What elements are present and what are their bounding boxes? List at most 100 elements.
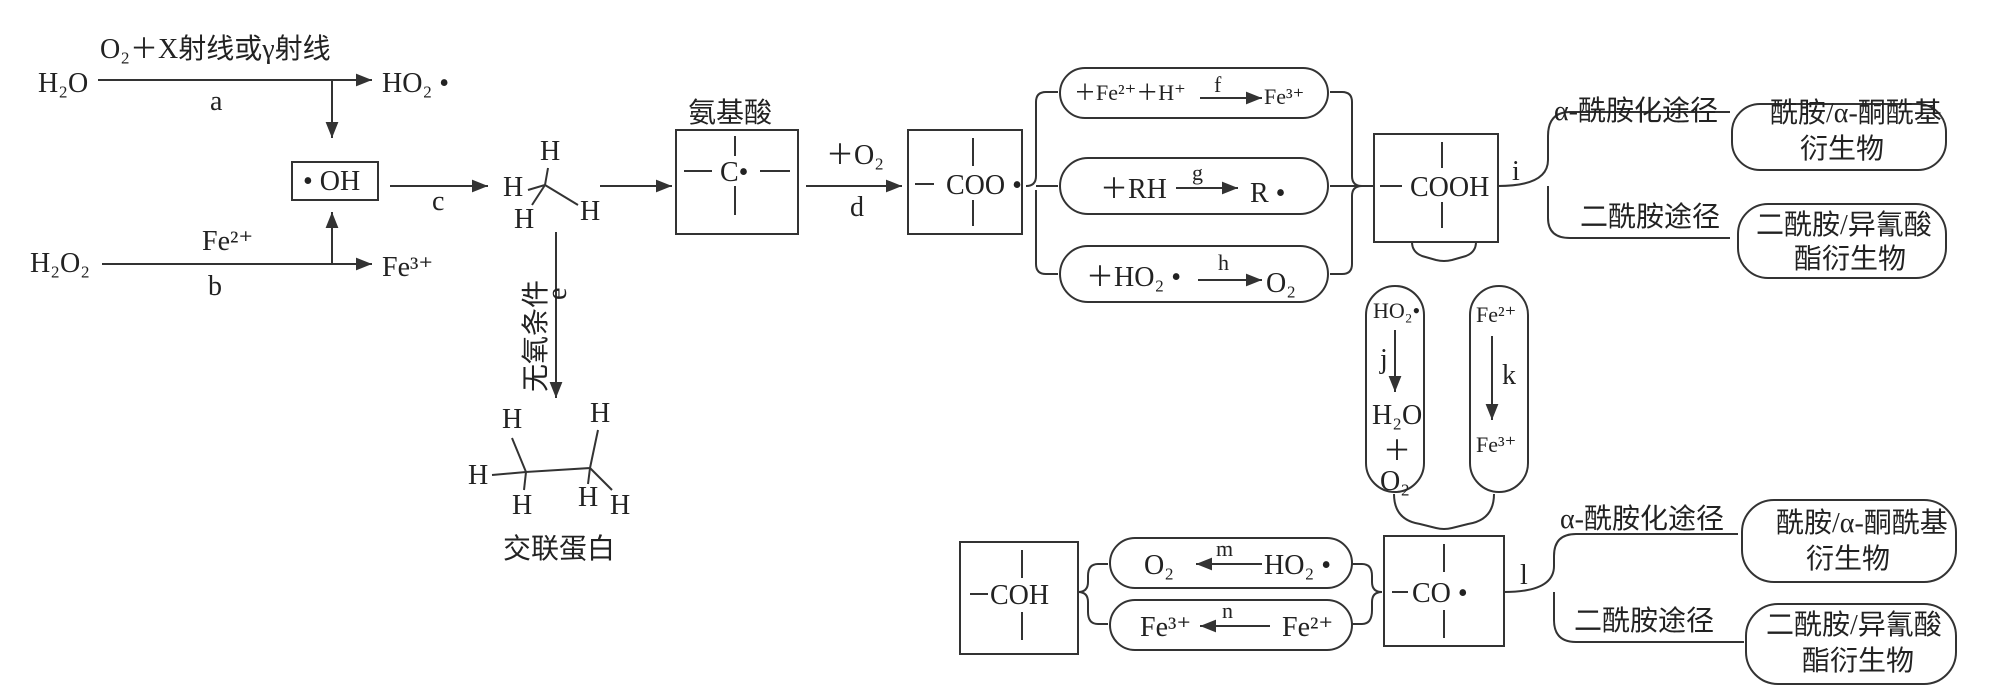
top-diamide-product-line1: 二酰胺/异氰酸: [1756, 209, 1932, 241]
amino-acid-box: [675, 129, 799, 235]
methyl-structure: H H H H: [503, 136, 672, 235]
bottom-diamide-product-box: [1745, 603, 1957, 685]
label-f: f: [1214, 72, 1222, 97]
h2o-label: H₂O: [38, 68, 88, 99]
alkoxyl-radical: CO • l: [1383, 533, 1744, 647]
top-alpha-pathway-label: α-酰胺化途径: [1554, 95, 1718, 127]
bottom-diamide-product-line2: 酯衍生物: [1802, 645, 1914, 677]
top-alpha-product-line2: 衍生物: [1800, 133, 1884, 165]
decomp-bottom-brace: [1393, 493, 1495, 530]
crosslink-backbone: [511, 429, 599, 474]
pathway-top-alpha-line: [1497, 111, 1730, 187]
reduction-bracket-right-bottom: [1352, 591, 1383, 625]
anaerobic-crosslink: 无氧条件 e H H H H H H 交联蛋白: [468, 232, 630, 565]
crosslink-h4: H: [512, 490, 532, 521]
reaction-h-reactants: ＋HO₂ •: [1086, 262, 1181, 293]
bracket-left-top: [1025, 91, 1058, 187]
label-n: n: [1222, 598, 1233, 623]
decomp-j-reactant: HO₂•: [1373, 298, 1420, 323]
coh-box: [959, 541, 1079, 655]
top-pathways: α-酰胺化途径 酰胺/α-酮酰基 衍生物 二酰胺途径 二酰胺/异氰酸 酯衍生物: [1554, 95, 1947, 279]
hydroperoxide: COOH i: [1373, 111, 1730, 243]
top-alpha-product-box: [1731, 103, 1947, 171]
bottom-diamide-product-line1: 二酰胺/异氰酸: [1766, 609, 1942, 641]
reaction-h-capsule: [1059, 245, 1329, 303]
cooh-box: [1373, 133, 1499, 243]
crosslink-bond-b: [523, 471, 527, 491]
branch-reactions: ＋Fe²⁺＋H⁺ f Fe³⁺ ＋RH g R • ＋HO₂ • h O₂: [1025, 67, 1374, 303]
bottom-alpha-pathway-label: α-酰胺化途径: [1560, 503, 1724, 535]
coh-label: COH: [990, 580, 1049, 611]
amino-acid-radical: 氨基酸 C• ＋O₂ d: [675, 97, 902, 235]
bottom-pathways: α-酰胺化途径 酰胺/α-酮酰基 衍生物 二酰胺途径 二酰胺/异氰酸 酯衍生物: [1560, 499, 1957, 685]
peroxyl-radical: COO •: [907, 129, 1023, 235]
decomp-j-product2: O₂: [1380, 466, 1410, 497]
methyl-h-right: H: [580, 196, 600, 227]
methyl-bond-2: [544, 184, 579, 206]
co-radical-label: CO •: [1412, 578, 1468, 609]
crosslink-h2: H: [590, 398, 610, 429]
oh-radical-box: [291, 161, 379, 201]
reaction-g-capsule: [1059, 157, 1329, 215]
pathway-bottom-alpha-line: [1503, 533, 1738, 593]
reaction-h-product: O₂: [1266, 268, 1296, 299]
decomp-k-reactant: Fe²⁺: [1476, 302, 1516, 327]
reaction-g-reactants: ＋RH: [1100, 174, 1167, 205]
fe2-label-b: Fe²⁺: [202, 226, 253, 257]
methyl-h-left: H: [503, 172, 523, 203]
peroxyl-box: [907, 129, 1023, 235]
methyl-h-top: H: [540, 136, 560, 167]
crosslink-bond-c: [587, 467, 591, 485]
anaerobic-condition-label: 无氧条件: [520, 280, 552, 392]
label-d: d: [850, 192, 864, 223]
bottom-diamide-pathway-label: 二酰胺途径: [1574, 605, 1714, 637]
label-j: j: [1379, 344, 1388, 375]
crosslink-bond-a: [491, 471, 527, 476]
bottom-alpha-product-box: [1741, 499, 1957, 583]
decomposition: HO₂• j H₂O ＋ O₂ Fe²⁺ k Fe³⁺: [1365, 241, 1529, 530]
crosslink-h6: H: [610, 490, 630, 521]
label-c: c: [432, 186, 444, 217]
reaction-m-capsule: [1109, 537, 1353, 589]
reaction-f-reactants: ＋Fe²⁺＋H⁺: [1074, 80, 1186, 105]
top-diamide-product-line2: 酯衍生物: [1794, 243, 1906, 275]
peroxyl-radical-label: COO •: [946, 170, 1022, 201]
decomp-k-product: Fe³⁺: [1476, 432, 1516, 457]
bottom-alpha-product-line1: 酰胺/α-酮酰基: [1776, 507, 1948, 539]
reduction-bracket-left-top: [1077, 563, 1108, 593]
crosslinked-protein-label: 交联蛋白: [503, 533, 615, 565]
fe3-label-b: Fe³⁺: [382, 252, 433, 283]
label-a: a: [210, 86, 223, 117]
decomp-k-capsule: [1469, 285, 1529, 493]
label-e: e: [542, 288, 573, 300]
top-diamide-pathway-label: 二酰胺途径: [1580, 201, 1720, 233]
ho2-radical-label: HO₂ •: [382, 68, 449, 99]
reaction-m-reactant: HO₂ •: [1264, 550, 1331, 581]
label-k: k: [1502, 360, 1516, 391]
top-alpha-product-line1: 酰胺/α-酮酰基: [1770, 97, 1942, 129]
cooh-label: COOH: [1410, 172, 1489, 203]
decomp-j-plus: ＋: [1383, 436, 1411, 467]
crosslink-h1: H: [502, 404, 522, 435]
reaction-n-product: Fe³⁺: [1140, 612, 1191, 643]
bracket-left-bottom: [1035, 190, 1058, 275]
reduction-bracket-right-top: [1352, 563, 1383, 593]
methyl-bond-3: [531, 184, 546, 206]
pathway-bottom-diamide-line: [1553, 592, 1744, 643]
reduction-bracket-left-bottom: [1077, 591, 1108, 625]
reaction-n-capsule: [1109, 599, 1353, 651]
carbon-radical-label: C•: [720, 157, 748, 188]
decomp-j-product1: H₂O: [1372, 400, 1422, 431]
reaction-g-product: R •: [1250, 178, 1285, 209]
amino-acid-title: 氨基酸: [688, 97, 772, 129]
pathway-top-diamide-line: [1547, 186, 1730, 239]
crosslink-h3: H: [468, 460, 488, 491]
crosslink-h5: H: [578, 482, 598, 513]
crosslink-bond-d: [589, 467, 613, 491]
oh-radical-label: • OH: [303, 166, 360, 197]
label-h: h: [1218, 250, 1229, 275]
reaction-n-reactant: Fe²⁺: [1282, 612, 1333, 643]
o2-xray-label: O₂＋X射线或γ射线: [100, 33, 331, 65]
bracket-right-top: [1330, 91, 1363, 187]
